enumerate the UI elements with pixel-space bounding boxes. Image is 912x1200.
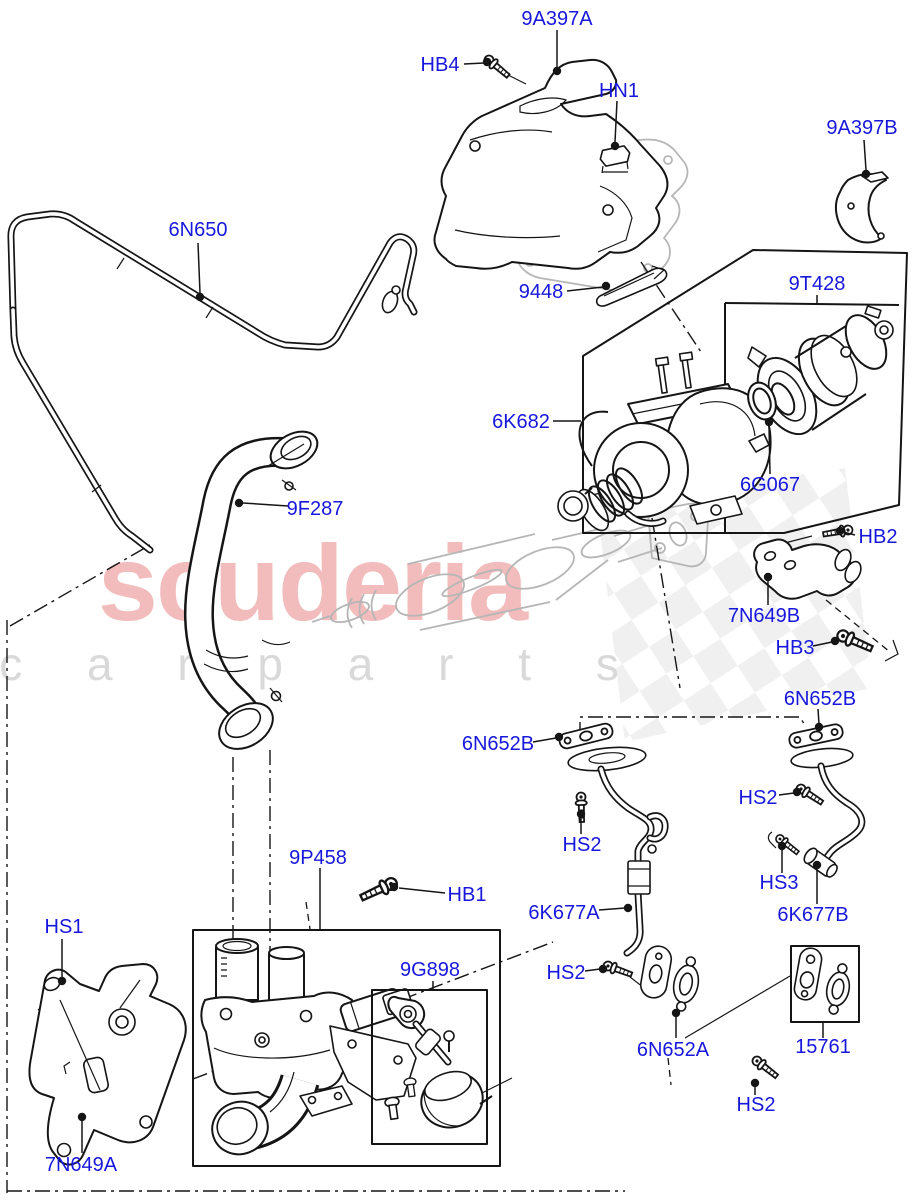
part-label-7n649a-27[interactable]: 7N649A <box>45 1154 118 1176</box>
part-6k677b-pipe <box>803 762 866 878</box>
part-9p458-thermostat-assembly <box>200 938 417 1156</box>
part-6n650-pipe <box>7 210 418 554</box>
part-label-9p458-16[interactable]: 9P458 <box>289 847 347 869</box>
part-6g067-gasket <box>747 381 777 421</box>
part-label-6n652b-12[interactable]: 6N652B <box>784 688 856 710</box>
part-label-6k682-7[interactable]: 6K682 <box>492 411 550 433</box>
part-label-hn1-2[interactable]: HN1 <box>599 80 639 102</box>
part-6k677a-pipe <box>597 765 669 957</box>
part-label-6n652a-24[interactable]: 6N652A <box>637 1039 710 1061</box>
part-label-hs2-14[interactable]: HS2 <box>739 787 778 809</box>
part-label-6n652b-13[interactable]: 6N652B <box>462 733 534 755</box>
part-9448-gasket <box>595 265 668 307</box>
part-hb4-bolt <box>481 51 513 82</box>
part-label-9f287-28[interactable]: 9F287 <box>287 498 344 520</box>
part-9g898-actuator <box>371 989 493 1145</box>
part-label-hs2-23[interactable]: HS2 <box>547 962 586 984</box>
part-7n649b-bracket <box>753 535 862 600</box>
part-9a397a-heat-shield <box>433 58 669 270</box>
part-label-hb3-11[interactable]: HB3 <box>776 637 815 659</box>
part-6n652a-gaskets <box>629 945 700 1012</box>
part-label-hb2-9[interactable]: HB2 <box>859 526 898 548</box>
part-label-hs1-21[interactable]: HS1 <box>45 916 84 938</box>
part-label-hb4-1[interactable]: HB4 <box>421 54 460 76</box>
part-label-9t428-6[interactable]: 9T428 <box>789 273 846 295</box>
leader-lines <box>57 30 871 1153</box>
part-hs3-screw <box>767 831 802 858</box>
part-label-9g898-22[interactable]: 9G898 <box>400 959 460 981</box>
part-label-hs2-26[interactable]: HS2 <box>737 1094 776 1116</box>
part-label-6g067-8[interactable]: 6G067 <box>740 474 800 496</box>
part-label-15761-25[interactable]: 15761 <box>795 1036 851 1058</box>
part-label-hs2-15[interactable]: HS2 <box>563 834 602 856</box>
part-9a397b-heat-shield <box>835 171 889 244</box>
part-9f287-hose <box>183 430 319 750</box>
part-9t428-catalyst <box>747 305 894 453</box>
part-label-9a397b-3[interactable]: 9A397B <box>826 117 897 139</box>
part-label-7n649b-10[interactable]: 7N649B <box>728 605 800 627</box>
part-15761-box <box>790 945 860 1023</box>
part-label-6k677a-19[interactable]: 6K677A <box>528 902 600 924</box>
watermark-checker-flag <box>597 468 872 742</box>
part-9p458-box <box>192 929 501 1167</box>
part-hs2-stud-bottom-right <box>749 1052 782 1082</box>
part-label-9448-5[interactable]: 9448 <box>519 281 564 303</box>
part-label-6k677b-20[interactable]: 6K677B <box>777 904 848 926</box>
part-label-hb1-18[interactable]: HB1 <box>448 884 487 906</box>
part-label-9a397a-0[interactable]: 9A397A <box>521 8 593 30</box>
part-6k682-turbocharger <box>557 351 772 532</box>
part-hn1-nut <box>599 145 631 174</box>
construction-lines <box>6 261 899 1193</box>
watermark-sub-text: c a r p a r t s <box>0 638 645 690</box>
part-label-hs3-17[interactable]: HS3 <box>760 872 799 894</box>
part-label-6n650-4[interactable]: 6N650 <box>169 219 228 241</box>
part-7n649a-bracket <box>28 963 187 1166</box>
part-6n652b-gasket-left <box>557 721 647 772</box>
